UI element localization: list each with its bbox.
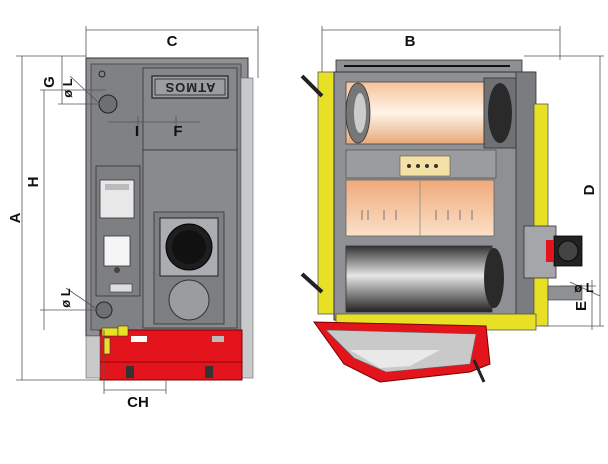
front-yellow-cover <box>317 71 337 315</box>
label-F: F <box>173 123 182 140</box>
switch-unit <box>103 235 131 267</box>
label-E: E <box>573 301 590 311</box>
label-C: C <box>167 33 178 50</box>
label-I: I <box>135 123 139 140</box>
label-D: D <box>581 184 598 195</box>
label-CH: CH <box>127 394 149 411</box>
front-view: ATMOS <box>7 26 259 411</box>
label-diameter-top: ø L <box>60 78 75 98</box>
section-dimensions <box>321 26 604 330</box>
label-B: B <box>405 33 416 50</box>
label-diameter-bottom: ø L <box>58 288 73 308</box>
section-view: B D E ø L <box>300 26 604 383</box>
label-A: A <box>7 212 24 223</box>
lower-combustion-drum <box>345 245 493 313</box>
label-H: H <box>25 177 42 188</box>
label-diameter-right: ø L <box>574 280 594 295</box>
brand-plate-text: ATMOS <box>165 80 216 95</box>
rear-yellow-cover <box>533 103 549 327</box>
upper-pipe-connection <box>98 94 118 114</box>
front-dimensions <box>16 26 259 394</box>
lower-pipe-connection <box>95 301 113 319</box>
brand-plate <box>151 75 229 99</box>
label-G: G <box>41 76 58 88</box>
